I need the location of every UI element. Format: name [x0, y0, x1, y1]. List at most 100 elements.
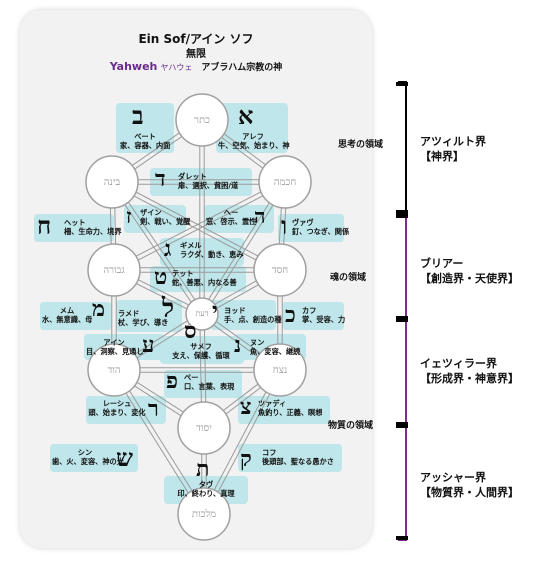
- letter-nun: נ: [234, 332, 242, 358]
- level-soul: 魂の領域: [330, 273, 367, 283]
- letter-kaph: כ: [285, 302, 296, 328]
- label-daleth: ダレット扉、選択、貧困/道: [178, 172, 238, 190]
- yahweh-kana: ヤハウェ: [160, 63, 193, 72]
- bracket-cap-4: [396, 536, 408, 540]
- label-tav: タヴ印、終わり、真理: [166, 480, 246, 498]
- aleph-meaning: 牛、空気、始まり、神: [218, 141, 290, 150]
- tav-name: タヴ: [198, 480, 214, 489]
- path-line-binah-chesed: [110, 183, 280, 273]
- gimel-name: ギメル: [180, 241, 202, 250]
- path-box-gimel: [160, 238, 244, 266]
- beriah-sub: 【創造界・天使界】: [420, 272, 519, 286]
- yahweh-line: Yahweh ヤハウェ アブラハム宗教の神: [20, 60, 372, 73]
- path-box-aleph: [216, 103, 288, 153]
- bracket-cap-0: [396, 82, 408, 86]
- yetzirah-sub: 【形成界・神意界】: [420, 372, 519, 386]
- zayin-name: ザイン: [140, 208, 162, 217]
- teth-meaning: 蛇、善悪、内なる善: [172, 278, 237, 287]
- world-bracket-0: [398, 81, 407, 213]
- letter-zayin: ז: [126, 204, 132, 228]
- label-lamed: ラメド杖、学び、導き: [118, 309, 168, 327]
- letter-beth: ב: [132, 101, 144, 130]
- teth-name: テット: [172, 269, 194, 278]
- label-zayin: ザイン剣、戦い、覚醒: [140, 208, 190, 226]
- infinite-label: 無限: [186, 49, 206, 60]
- heth-meaning: 柵、生命力、境界: [64, 227, 122, 236]
- node-binah: [85, 155, 139, 209]
- abrahamic-god-label: アブラハム宗教の神: [201, 63, 283, 73]
- letter-qoph: ק: [240, 446, 252, 472]
- letter-tav: ת: [196, 456, 210, 482]
- sephira-hod: הוד: [107, 365, 121, 376]
- resh-meaning: 頭、始まり、変化: [88, 408, 146, 417]
- path-box-qoph: [238, 444, 342, 472]
- letter-pe: פ: [166, 368, 178, 394]
- node-chesed: [253, 243, 307, 297]
- path-box-vav: [278, 214, 344, 242]
- sephira-netzach: נצח: [272, 365, 288, 376]
- world-brackets: [396, 81, 408, 541]
- path-box-tsade: [238, 396, 330, 424]
- mem-name: メム: [59, 306, 75, 315]
- assiah-sub: 【物質界・人間界】: [420, 486, 519, 500]
- he-name: ヘー: [223, 208, 239, 217]
- label-nun: ヌン魚、変容、継続: [250, 338, 300, 356]
- mem-meaning: 水、無意識、母: [42, 315, 93, 324]
- samekh-name: サメフ: [190, 342, 212, 351]
- letter-daleth: ד: [155, 166, 166, 192]
- sephira-chokmah: חכמה: [273, 177, 297, 188]
- letter-aleph: א: [238, 101, 254, 130]
- shin-meaning: 歯、火、変容、神の光: [52, 457, 124, 466]
- qoph-meaning: 後頭部、聖なる愚かさ: [262, 457, 334, 466]
- sephira-chesed: חסד: [271, 265, 289, 276]
- label-heth: ヘット柵、生命力、境界: [64, 218, 122, 236]
- yahweh-name: Yahweh: [109, 60, 158, 73]
- world-bracket-2: [398, 317, 407, 425]
- path-line-netzach-malkuth: [205, 370, 283, 516]
- path-box-heth: [34, 214, 114, 242]
- label-tsade: ツァディ魚釣り、正義、瞑想: [258, 399, 322, 417]
- assiah-name: アッシャー界: [420, 471, 486, 484]
- yod-name: ヨッド: [224, 306, 246, 315]
- node-malkuth: [177, 487, 231, 541]
- letter-gimel: ג: [164, 236, 172, 262]
- yod-meaning: 手、点、創造の種: [224, 315, 282, 324]
- path-line-netzach-malkuth: [201, 368, 279, 514]
- letter-samekh: ס: [184, 318, 197, 344]
- atziluth-sub: 【神界】: [420, 150, 464, 164]
- letter-heth: ח: [37, 211, 52, 240]
- node-chokmah: [258, 155, 312, 209]
- path-box-he: [204, 205, 274, 233]
- label-resh: レーシュ頭、始まり、変化: [88, 399, 146, 417]
- path-line-chokmah-geburah: [114, 183, 287, 273]
- label-mem: メム水、無意識、母: [42, 306, 92, 324]
- pe-meaning: 口、言葉、表現: [184, 382, 235, 391]
- samekh-meaning: 支え、保護、循環: [172, 351, 230, 360]
- bracket-cap-1: [396, 210, 408, 218]
- node-yesod: [177, 401, 231, 455]
- world-atziluth: アツィルト界【神界】: [420, 134, 486, 165]
- bracket-cap-2: [396, 316, 408, 322]
- world-beriah: ブリアー【創造界・天使界】: [420, 256, 519, 287]
- tsade-meaning: 魚釣り、正義、瞑想: [258, 408, 323, 417]
- sephira-yesod: יסוד: [196, 423, 212, 434]
- yetzirah-name: イェツィラー界: [420, 357, 497, 370]
- path-line-chokmah-geburah: [112, 179, 285, 269]
- path-line-binah-chesed: [112, 179, 282, 269]
- letter-shin: ש: [116, 443, 133, 472]
- node-keter: [175, 93, 229, 147]
- beth-meaning: 家、容器、内面: [120, 141, 171, 150]
- path-box-kaph: [282, 302, 344, 330]
- path-line-hod-malkuth: [115, 368, 207, 514]
- he-meaning: 窓、啓示、霊性: [206, 217, 257, 226]
- path-box-beth: [116, 103, 174, 153]
- tsade-name: ツァディ: [258, 399, 287, 408]
- label-he: ヘー窓、啓示、霊性: [206, 208, 256, 226]
- label-samekh: サメフ支え、保護、循環: [166, 342, 236, 360]
- zayin-meaning: 剣、戦い、覚醒: [140, 217, 191, 226]
- path-box-resh: [86, 396, 166, 424]
- letter-mem: מ: [92, 296, 106, 322]
- resh-name: レーシュ: [102, 399, 132, 408]
- path-box-lamed: [116, 300, 182, 332]
